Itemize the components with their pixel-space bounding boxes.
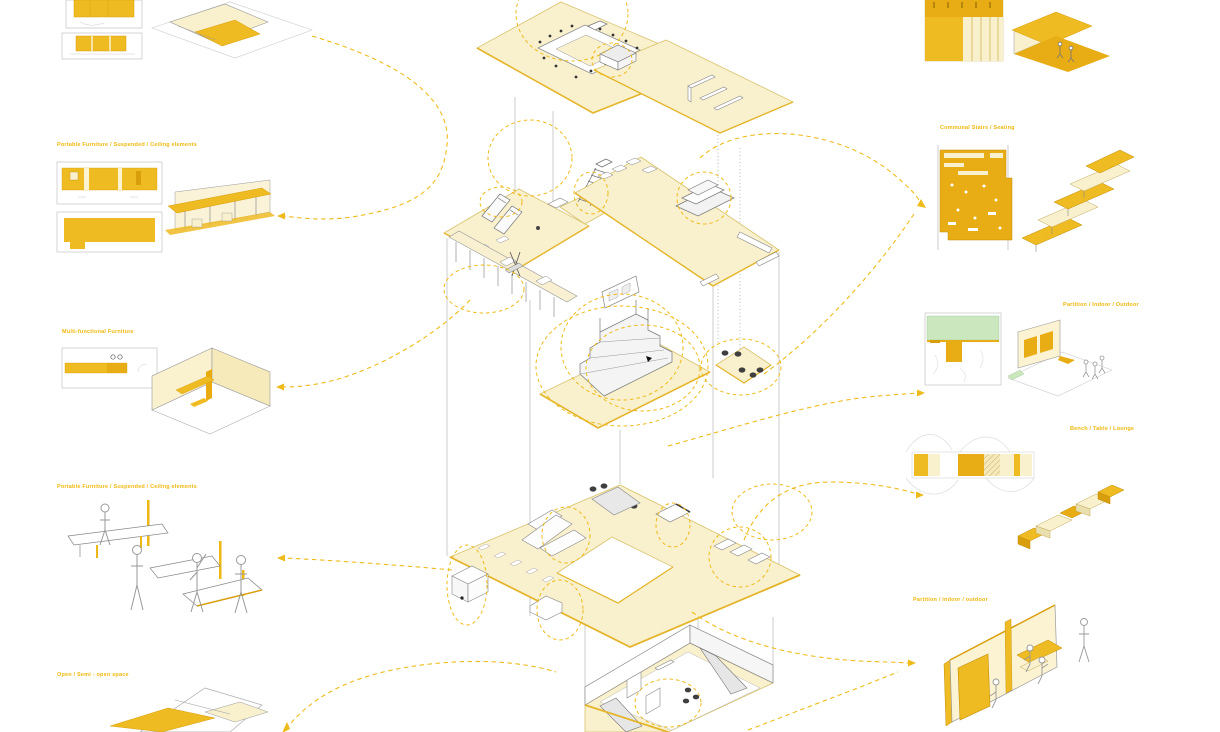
conference-chairs: [538, 24, 639, 79]
label-open-space: Open / Semi - open space: [57, 672, 129, 678]
suspended-counter-bar: [448, 230, 578, 317]
vignette-canopy: [924, 0, 1110, 72]
vignette-communal-stairs: [937, 145, 1135, 252]
label-partition-1: Partition / Indoor / Outdoor: [1063, 302, 1139, 308]
poufs: [721, 350, 764, 378]
label-communal-stairs: Communal Stairs / Seating: [940, 125, 1015, 131]
label-bench-table-lounge: Bench / Table / Lounge: [1070, 426, 1135, 432]
connector-partition-1: [667, 392, 919, 447]
shelf-partitions: [687, 74, 744, 111]
stepped-sofa-unit: [675, 179, 735, 217]
desk-unit: [655, 503, 691, 523]
vignette-multifunctional: [61, 347, 271, 435]
bench-2: [149, 555, 221, 579]
highlight-ellipses: [443, 0, 813, 728]
connector-communal-a: [699, 133, 922, 205]
iso-pavilion: [165, 179, 275, 235]
wall-fragment: [601, 275, 640, 309]
floor-plate-courtyard: [449, 483, 801, 648]
corner-walls: [699, 231, 780, 287]
floor-plate-sofas: [574, 156, 780, 287]
side-table: [547, 197, 569, 209]
arm-benches: [713, 538, 771, 565]
label-portable-furniture-1: Portable Furniture / Suspended / Ceiling…: [57, 142, 197, 148]
yellow-posts: [147, 500, 245, 596]
poufs-bottom: [682, 687, 700, 704]
c-partitions: [626, 659, 675, 715]
iso-room: [151, 347, 271, 435]
plan-furniture-marks: [948, 183, 1002, 231]
iso-partition: [1007, 319, 1113, 397]
edge-vents: [477, 543, 555, 583]
label-partition-2: Partition / indoor / outdoor: [913, 597, 988, 603]
structure-wireframe: [446, 97, 780, 703]
connector-communal-b: [763, 213, 915, 375]
door-panel: [957, 653, 991, 721]
vignette-portable-suspended: [56, 161, 275, 253]
floor-plate-shelving: [593, 39, 794, 134]
stepped-seating: [579, 300, 673, 397]
stool: [536, 226, 540, 230]
back-wall-right: [689, 624, 774, 684]
iso-ramp-structure: [151, 1, 313, 59]
connector-partition-2: [691, 611, 909, 664]
vignette-bench-people: [67, 500, 263, 614]
ramp-right: [699, 647, 748, 695]
vignette-partition-seating: [943, 604, 1090, 727]
yellow-post: [1004, 618, 1013, 694]
vignette-roof-plans: [61, 0, 313, 60]
iso-canopy: [1011, 11, 1110, 72]
connector-bench-people: [282, 557, 453, 571]
table: [182, 577, 263, 607]
connector-bench-lounge: [743, 481, 918, 541]
connector-arrowheads: [276, 199, 926, 732]
dashed-connectors: [281, 35, 922, 731]
sofa-row: [597, 157, 658, 180]
connector-bottom-right: [747, 671, 899, 731]
label-portable-furniture-2: Portable Furniture / Suspended / Ceiling…: [57, 484, 197, 490]
iso-stepped-terraces: [1021, 149, 1135, 252]
vignette-open-space: [109, 687, 269, 732]
people-seated: [989, 618, 1090, 709]
connector-multifunction: [281, 299, 471, 388]
label-multifunctional: Multi-functional Furniture: [62, 329, 134, 335]
iso-bench-chain: [1017, 484, 1125, 550]
cabin: [451, 565, 489, 603]
ramp-gray: [591, 486, 641, 516]
bottom-room: [584, 624, 774, 732]
people: [99, 503, 248, 614]
connector-open-space: [285, 660, 557, 730]
floor-plate-poufs: [715, 346, 772, 384]
figure-marker: [646, 356, 652, 362]
ramp-left: [599, 697, 643, 732]
bench-1: [67, 523, 169, 546]
vignette-bench-lounge: [905, 434, 1125, 550]
floor-plate-amphitheatre: [539, 275, 711, 429]
connector-top-left: [283, 35, 448, 220]
vignette-partition-plan: [924, 312, 1113, 397]
